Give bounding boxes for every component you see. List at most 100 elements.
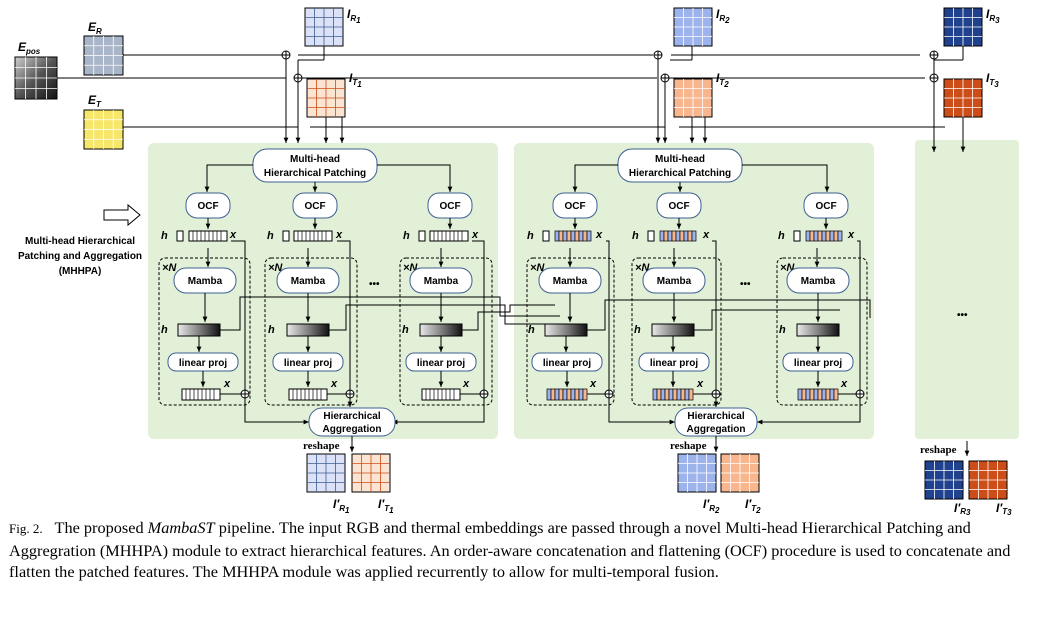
svg-text:Hierarchical: Hierarchical	[687, 411, 744, 422]
svg-text:Multi-head: Multi-head	[290, 154, 340, 165]
svg-text:x: x	[335, 229, 343, 241]
mamba-box-1-K: Mamba	[409, 267, 473, 294]
svg-text:h: h	[632, 230, 639, 242]
token-strip-1-K: h x	[403, 229, 479, 242]
mhp-box-2: Multi-head Hierarchical Patching	[617, 148, 743, 183]
linear-proj-box-2-2: linear proj	[638, 352, 710, 372]
i-r2-grid	[673, 7, 713, 47]
svg-text:OCF: OCF	[304, 201, 325, 212]
output-strip-1-2	[288, 388, 328, 401]
i-r2-prime-grid	[677, 453, 717, 493]
svg-text:h: h	[778, 230, 785, 242]
agg-box-2: Hierarchical Aggregation	[674, 407, 758, 437]
caption-fig-label: Fig. 2.	[9, 521, 43, 536]
output-strip-1-1	[181, 388, 221, 401]
svg-text:Mamba: Mamba	[657, 276, 692, 287]
mamba-box-1-1: Mamba	[173, 267, 237, 294]
svg-text:x: x	[229, 229, 237, 241]
mhhpa-panel-3	[915, 140, 1019, 439]
agg-box-1: Hierarchical Aggregation	[308, 407, 396, 437]
i-t1-prime-grid	[351, 453, 391, 493]
i-r3-prime-grid	[924, 460, 964, 500]
svg-text:Hierarchical: Hierarchical	[323, 411, 380, 422]
x-prime-label: x	[696, 378, 704, 390]
i-t3-label: IT3	[986, 71, 999, 89]
i-t2-label: IT2	[716, 71, 729, 89]
i-t2-grid	[673, 78, 713, 118]
i-t1-prime-label: I′T1	[378, 497, 394, 515]
token-strip-2-K: h x	[778, 229, 855, 242]
x-prime-label: x	[462, 378, 470, 390]
svg-text:Mamba: Mamba	[188, 276, 223, 287]
linear-proj-box-2-K: linear proj	[782, 352, 854, 372]
output-strip-1-K	[421, 388, 461, 401]
svg-text:Mamba: Mamba	[801, 276, 836, 287]
figure-caption: Fig. 2. The proposed MambaST pipeline. T…	[9, 517, 1039, 583]
i-t2-prime-grid	[720, 453, 760, 493]
x-prime-label: x	[589, 378, 597, 390]
e-t-grid	[83, 109, 124, 150]
svg-text:Mamba: Mamba	[553, 276, 588, 287]
svg-text:h: h	[403, 230, 410, 242]
svg-text:h: h	[161, 324, 168, 336]
ellipsis-2: •••	[740, 279, 751, 290]
mamba-box-1-2: Mamba	[276, 267, 340, 294]
i-r3-label: IR3	[986, 7, 1000, 25]
reshape-label-2: reshape	[670, 440, 707, 452]
token-strip-2-1: h x	[527, 229, 603, 242]
repeat-label: ×N	[268, 262, 283, 274]
svg-text:Mamba: Mamba	[291, 276, 326, 287]
i-t1-grid	[306, 78, 346, 118]
ellipsis-3: •••	[957, 310, 968, 321]
ocf-box-2-1: OCF	[552, 192, 598, 219]
svg-text:linear proj: linear proj	[417, 358, 466, 369]
mhhpa-arrow-icon	[103, 203, 141, 227]
linear-proj-box-1-1: linear proj	[167, 352, 239, 372]
svg-text:h: h	[527, 230, 534, 242]
i-t3-prime-grid	[968, 460, 1008, 500]
ocf-box-1-1: OCF	[185, 192, 231, 219]
output-strip-2-K	[797, 388, 839, 401]
repeat-box-2-K	[776, 257, 868, 406]
mhp-box-1: Multi-head Hierarchical Patching	[252, 148, 378, 183]
token-strip-1-2: h x	[267, 229, 343, 242]
svg-text:Aggregation: Aggregation	[687, 424, 746, 435]
repeat-box-1-K	[399, 257, 493, 406]
svg-text:x: x	[702, 229, 710, 241]
i-r1-prime-label: I′R1	[333, 497, 350, 515]
svg-text:OCF: OCF	[439, 201, 460, 212]
i-r1-prime-grid	[306, 453, 346, 493]
svg-text:h: h	[268, 324, 275, 336]
mambast-pipeline-diagram: Epos ER ET IR1 IT1 IR2 IT2	[14, 7, 1019, 515]
svg-text:x: x	[595, 229, 603, 241]
svg-text:linear proj: linear proj	[284, 358, 333, 369]
svg-text:Hierarchical Patching: Hierarchical Patching	[264, 168, 366, 179]
caption-text-after: pipeline. The input RGB and thermal embe…	[9, 518, 1011, 581]
caption-model-name: MambaST	[147, 518, 215, 537]
token-strip-1-1: h x	[161, 229, 237, 242]
svg-text:linear proj: linear proj	[794, 358, 843, 369]
i-t2-prime-label: I′T2	[745, 497, 761, 515]
ellipsis-1: •••	[369, 279, 380, 290]
e-t-label: ET	[88, 93, 102, 109]
e-r-label: ER	[88, 20, 102, 36]
svg-text:linear proj: linear proj	[650, 358, 699, 369]
token-strip-2-2: h x	[632, 229, 710, 242]
svg-text:h: h	[634, 324, 641, 336]
i-r3-prime-label: I′R3	[954, 501, 971, 515]
repeat-box-1-1	[158, 257, 251, 406]
i-r3-grid	[943, 7, 983, 47]
mamba-box-2-K: Mamba	[786, 267, 850, 294]
linear-proj-box-1-2: linear proj	[272, 352, 344, 372]
svg-text:h: h	[267, 230, 274, 242]
e-r-grid	[83, 35, 124, 76]
svg-text:OCF: OCF	[564, 201, 585, 212]
i-r1-grid	[304, 7, 344, 47]
output-strip-2-2	[652, 388, 694, 401]
ocf-box-1-K: OCF	[427, 192, 473, 219]
svg-text:x: x	[847, 229, 855, 241]
x-prime-label: x	[330, 378, 338, 390]
output-strip-2-1	[546, 388, 588, 401]
svg-text:Multi-head: Multi-head	[655, 154, 705, 165]
caption-text-before: The proposed	[54, 518, 144, 537]
